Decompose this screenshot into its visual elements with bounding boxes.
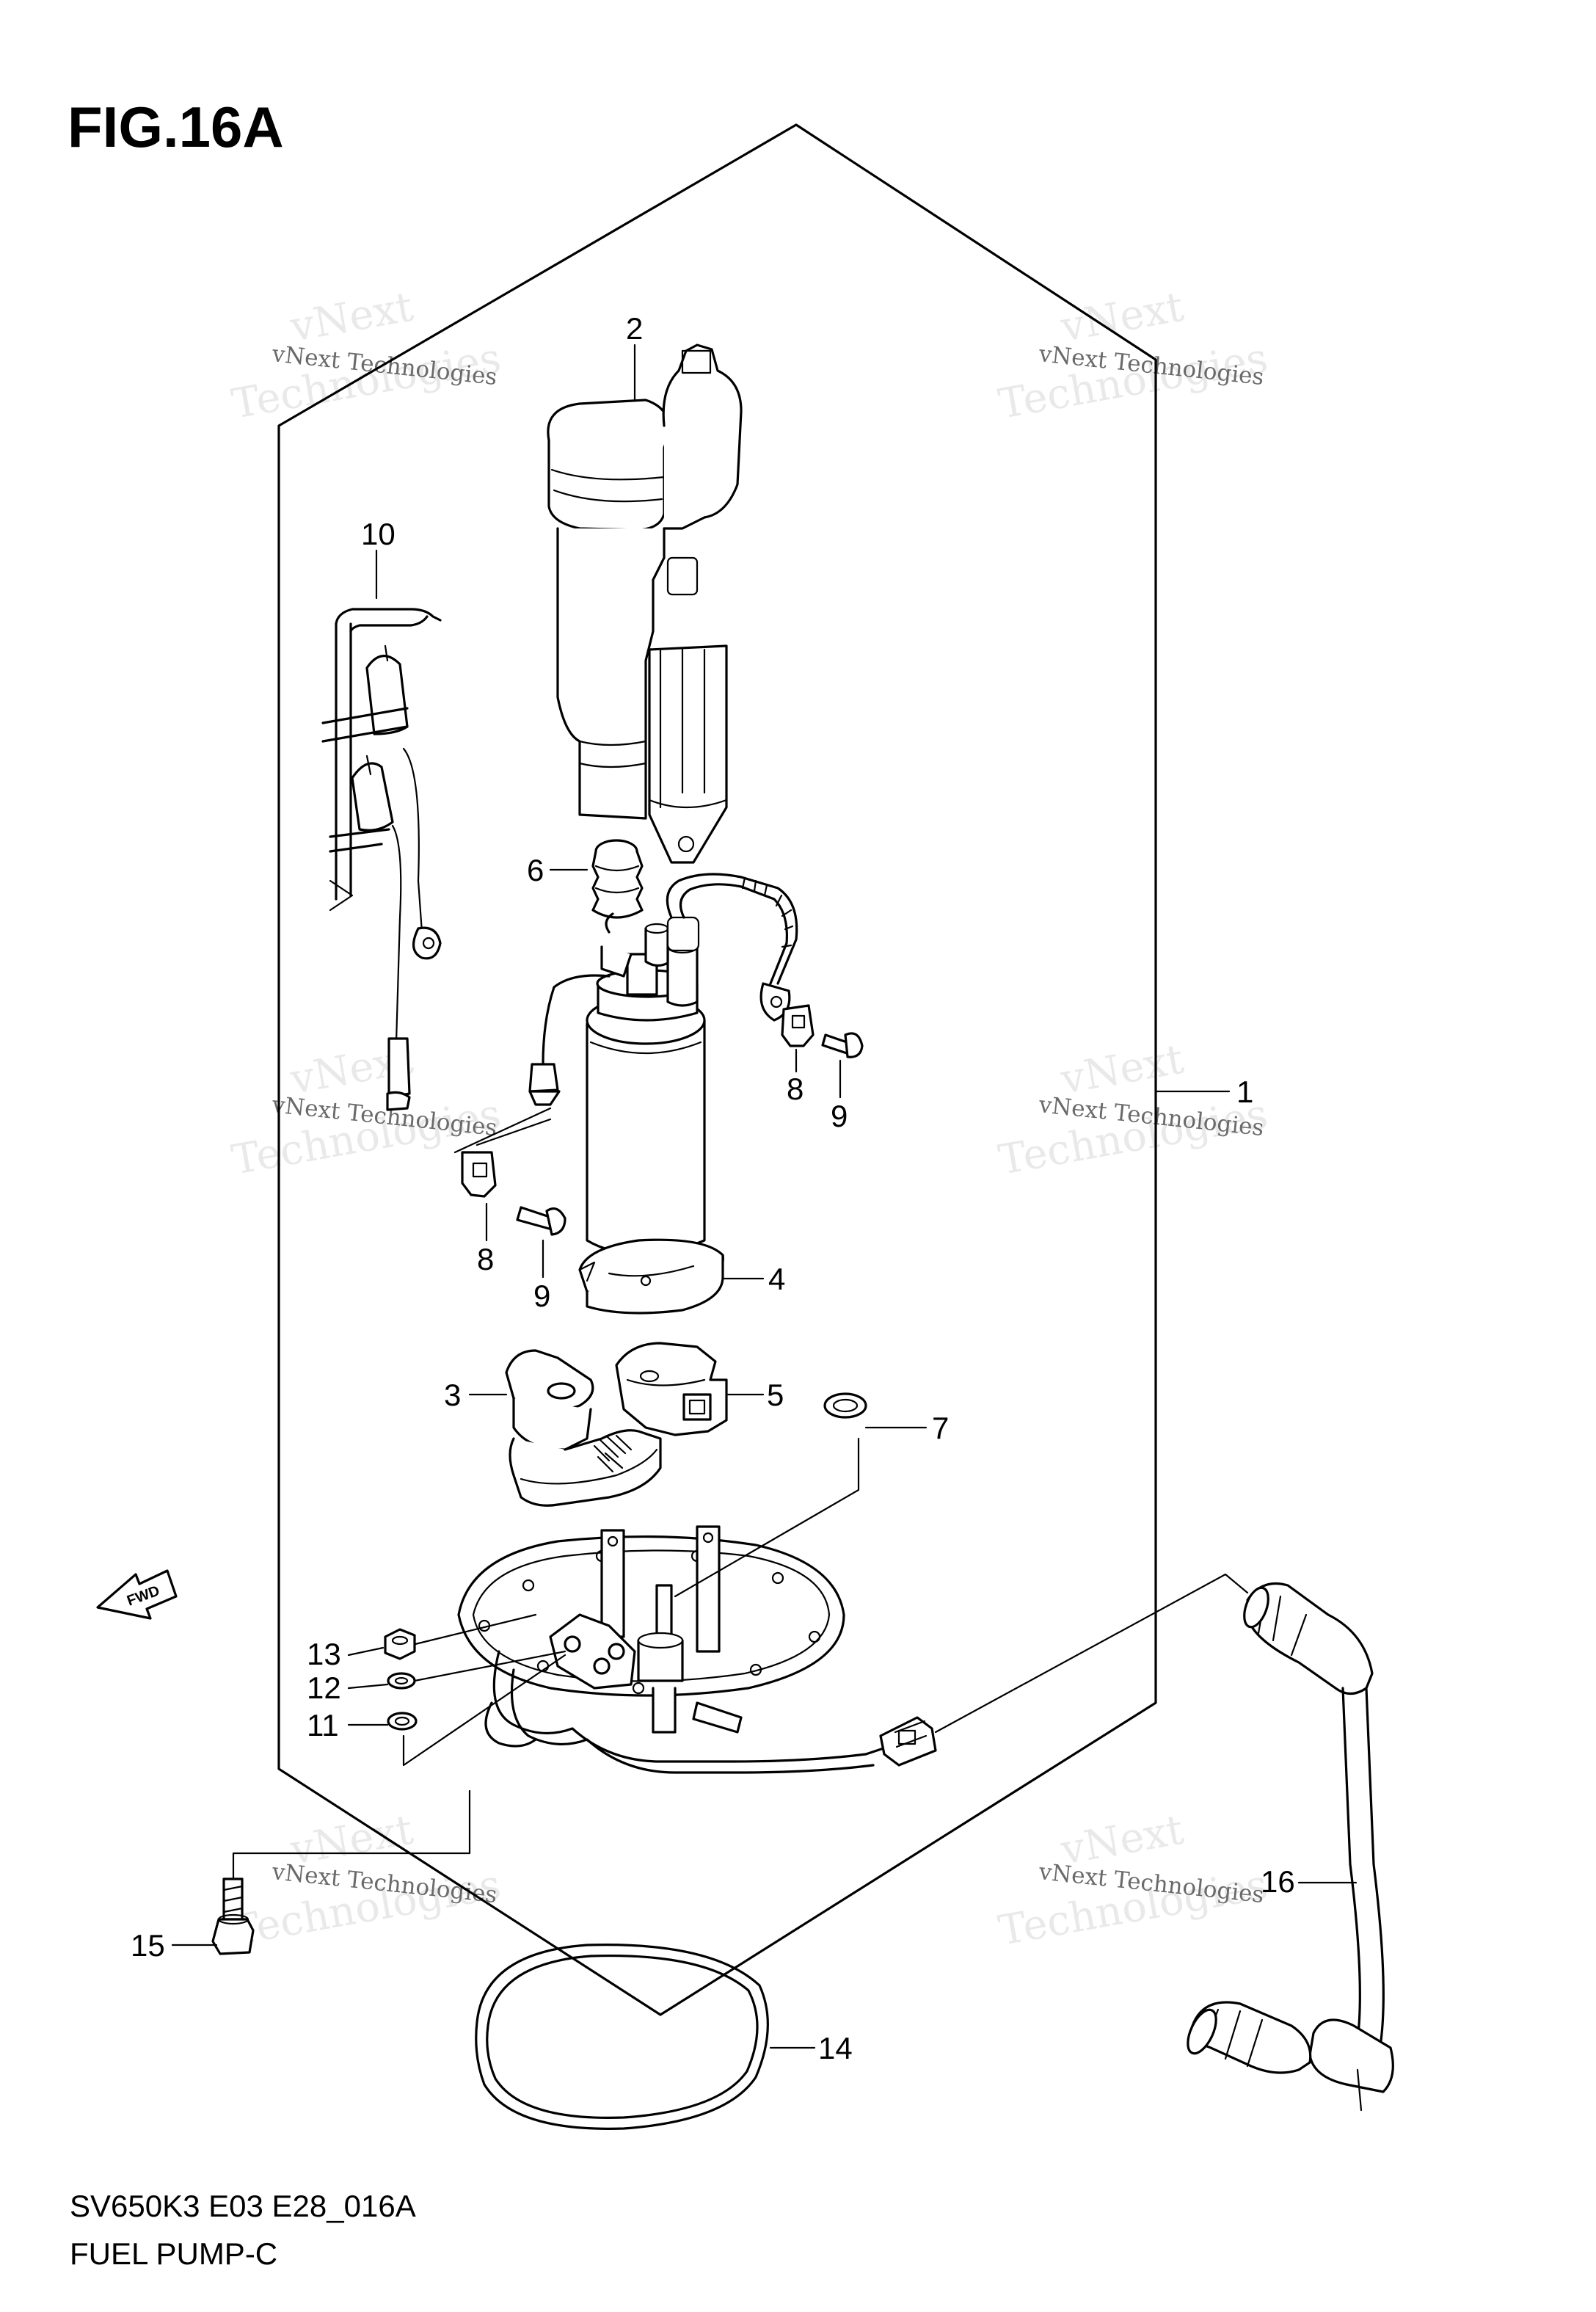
callout-13: 13: [307, 1637, 341, 1671]
callout-8-right: 8: [787, 1072, 804, 1106]
watermark-bottom-left: vNext Technologies vNext Technologies: [228, 1806, 504, 1955]
part-pump-case: [547, 343, 743, 864]
part-fuel-hose: [1187, 1582, 1394, 2112]
callout-11: 11: [307, 1708, 339, 1742]
part-bracket-right: [781, 1004, 815, 1047]
callout-14: 14: [818, 2031, 853, 2065]
part-bolt: [211, 1877, 255, 1955]
part-fuel-level-gauge: [321, 608, 442, 1111]
part-pump-motor: [453, 873, 798, 1255]
part-fuel-filter: [505, 1349, 662, 1507]
leader-lines: [171, 343, 1358, 2049]
watermark-bottom-right: vNext Technologies vNext Technologies: [995, 1806, 1271, 1955]
part-o-ring-large: [475, 1944, 769, 2130]
callout-9-right: 9: [831, 1099, 848, 1133]
part-damper: [591, 839, 644, 919]
watermark-big-line-1: vNext: [1057, 1036, 1187, 1104]
watermark-mid-right: vNext Technologies vNext Technologies: [995, 1036, 1271, 1185]
part-mounting-plate: [457, 1525, 937, 1774]
callout-1: 1: [1236, 1075, 1253, 1109]
part-screw-left: [516, 1206, 566, 1236]
part-pump-bracket: [615, 1342, 728, 1436]
watermark-top-right: vNext Technologies vNext Technologies: [995, 283, 1271, 429]
callout-8-left: 8: [477, 1242, 494, 1276]
part-lock-washer: [387, 1672, 416, 1690]
assembly-outline: [277, 123, 1157, 2016]
watermark-big-line-1: vNext: [1057, 283, 1187, 352]
part-nut: [384, 1628, 416, 1660]
fwd-arrow-icon: FWD: [96, 1569, 178, 1620]
watermark-mid-left: vNext Technologies vNext Technologies: [228, 1036, 504, 1185]
model-code: SV650K3 E03 E28_016A: [70, 2189, 416, 2223]
callout-10: 10: [361, 517, 396, 551]
watermark-top-left: vNext Technologies vNext Technologies: [228, 283, 504, 429]
part-screw-right: [821, 1032, 864, 1058]
callout-5: 5: [767, 1378, 784, 1412]
part-washer: [387, 1712, 418, 1731]
part-o-ring-small: [823, 1392, 867, 1419]
part-holder-ring: [578, 1238, 724, 1315]
callout-15: 15: [131, 1928, 165, 1963]
callout-16: 16: [1261, 1864, 1295, 1899]
callout-7: 7: [932, 1411, 949, 1445]
figure-caption: FUEL PUMP-C: [70, 2236, 277, 2271]
watermark-big-line-1: vNext: [286, 283, 417, 352]
figure-title: FIG.16A: [68, 95, 284, 159]
callout-3: 3: [444, 1378, 461, 1412]
callout-2: 2: [626, 311, 643, 346]
callout-12: 12: [307, 1671, 341, 1705]
callout-4: 4: [768, 1262, 785, 1296]
callout-9-left: 9: [533, 1279, 550, 1313]
callout-6: 6: [527, 853, 544, 887]
